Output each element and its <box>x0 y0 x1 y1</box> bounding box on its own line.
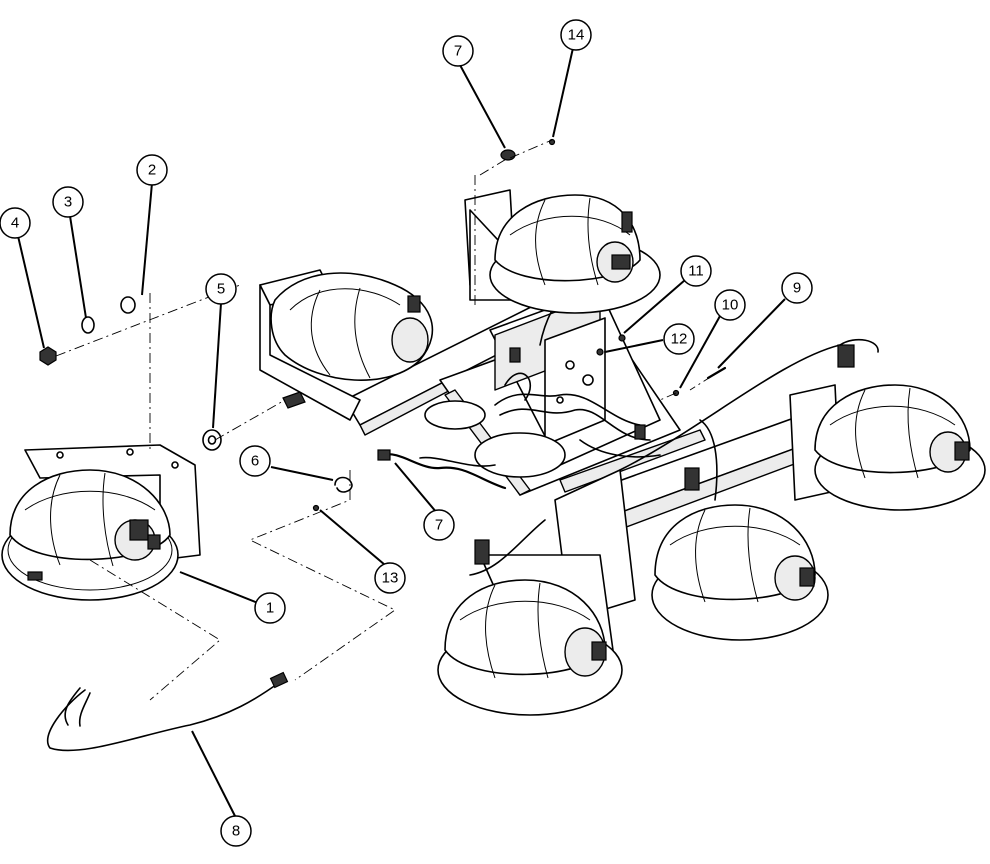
cable-part-8 <box>47 681 281 752</box>
callout-1-label: 1 <box>266 600 274 617</box>
callout-12: 12 <box>663 323 695 355</box>
callout-14: 14 <box>560 19 592 51</box>
callout-10: 10 <box>714 289 746 321</box>
lamp-upper-center <box>464 189 661 314</box>
clip-part-6 <box>334 476 353 493</box>
wire-harness-part-7 <box>380 453 507 490</box>
callout-7-top: 7 <box>442 35 474 67</box>
lamp-exploded-item-1 <box>1 444 201 601</box>
screw-part-11 <box>618 334 626 342</box>
callout-2: 2 <box>136 154 168 186</box>
pin-part-13 <box>312 504 320 512</box>
washer-part-3 <box>81 316 95 334</box>
callout-11-label: 11 <box>688 263 704 280</box>
main-frame <box>282 279 846 536</box>
callout-12-label: 12 <box>671 331 688 348</box>
grommet-part-7-top <box>500 149 516 161</box>
callout-8-label: 8 <box>232 823 240 840</box>
callout-8: 8 <box>220 815 252 847</box>
callout-6: 6 <box>239 445 271 477</box>
callout-9-label: 9 <box>793 280 801 297</box>
washer-part-2 <box>120 296 136 314</box>
callout-5-label: 5 <box>217 281 225 298</box>
lamp-right <box>789 338 986 511</box>
callout-14-label: 14 <box>568 27 585 44</box>
callout-13-label: 13 <box>382 570 399 587</box>
callout-6-label: 6 <box>251 453 259 470</box>
callout-7-bottom-label: 7 <box>435 517 443 534</box>
callout-10-label: 10 <box>722 297 739 314</box>
callout-2-label: 2 <box>148 162 156 179</box>
callout-13: 13 <box>374 562 406 594</box>
lamp-upper-left <box>259 269 434 421</box>
callout-4-label: 4 <box>11 215 19 232</box>
lamp-lower <box>437 519 623 716</box>
screw-part-12 <box>596 348 604 356</box>
callout-3: 3 <box>52 186 84 218</box>
callout-7-top-label: 7 <box>454 43 462 60</box>
callout-1: 1 <box>254 592 286 624</box>
callout-5: 5 <box>205 273 237 305</box>
hardware <box>39 138 727 752</box>
callout-9: 9 <box>781 272 813 304</box>
nut-part-4 <box>39 346 57 366</box>
callout-leaders <box>17 47 786 819</box>
callout-11: 11 <box>680 255 712 287</box>
callout-4: 4 <box>0 207 31 239</box>
callout-3-label: 3 <box>64 194 72 211</box>
callout-7-bottom: 7 <box>423 509 455 541</box>
